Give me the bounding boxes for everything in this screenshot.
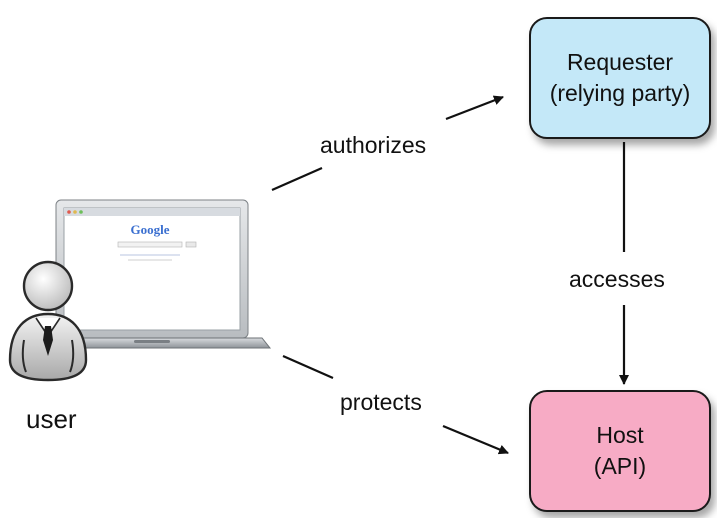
edge-label-protects: protects [340,389,422,415]
user-avatar-icon [8,260,88,382]
edge-protects-segment-a [282,354,334,380]
user-label: user [26,404,77,434]
host-subtitle: (API) [593,453,647,479]
requester-title: Requester [566,49,674,75]
edge-label-authorizes: authorizes [320,132,427,158]
edge-label-accesses: accesses [569,266,665,292]
requester-subtitle: (relying party) [549,80,691,106]
edge-protects-arrow [442,424,509,455]
laptop-user-illustration: Google [0,190,280,390]
laptop-icon: Google [32,199,272,349]
edge-authorizes-arrow [445,95,504,121]
edge-authorizes-segment-a [271,166,323,192]
host-title: Host [596,422,644,448]
laptop-screen-logo: Google [131,222,170,237]
host-node: Host (API) [529,390,711,512]
requester-node: Requester (relying party) [529,17,711,139]
